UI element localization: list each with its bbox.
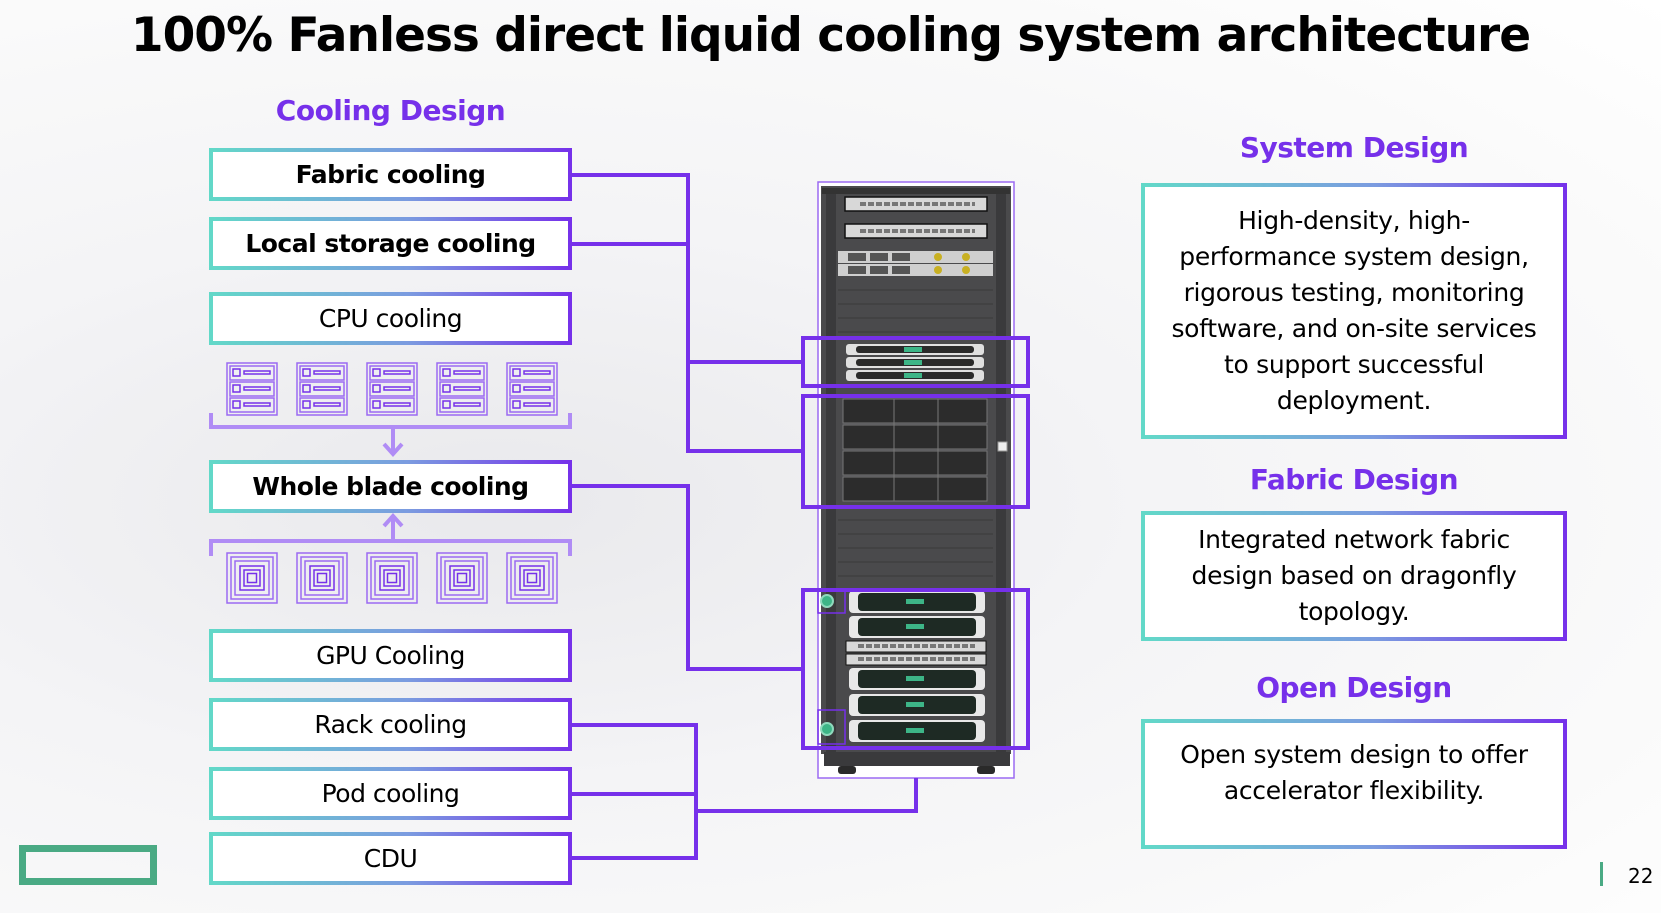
gpu-chip-icon [226,552,278,604]
pod-cooling-box: Pod cooling [209,767,572,820]
cpu-cooling-box: CPU cooling [209,292,572,345]
gpu-bracket [209,539,572,556]
cpu-cooling-label: CPU cooling [318,304,463,333]
rack-illustration [817,181,1015,779]
server-node-icon [226,362,278,416]
whole-blade-cooling-label: Whole blade cooling [252,472,529,501]
arrow-up-icon [382,513,404,542]
cpu-icon-row [226,362,558,416]
local-storage-cooling-box: Local storage cooling [209,217,572,270]
gpu-chip-icon [506,552,558,604]
gpu-chip-icon [366,552,418,604]
server-node-icon [506,362,558,416]
gpu-chip-icon [296,552,348,604]
fabric-design-text: Integrated network fabric design based o… [1191,525,1517,626]
local-storage-cooling-label: Local storage cooling [245,229,536,258]
fabric-cooling-label: Fabric cooling [295,160,486,189]
page-number: 22 [1628,864,1654,888]
rack-cooling-label: Rack cooling [314,710,467,739]
gpu-cooling-box: GPU Cooling [209,629,572,682]
fabric-design-box: Integrated network fabric design based o… [1141,511,1567,641]
gpu-cooling-label: GPU Cooling [316,641,465,670]
cdu-box: CDU [209,832,572,885]
footer-divider [1600,862,1603,886]
server-node-icon [296,362,348,416]
whole-blade-cooling-box: Whole blade cooling [209,460,572,513]
system-design-heading: System Design [1239,131,1469,164]
slide-title: 100% Fanless direct liquid cooling syste… [130,8,1531,63]
gpu-chip-icon [436,552,488,604]
system-design-box: High-density, high-performance system de… [1141,183,1567,439]
hpe-logo-icon [19,845,157,885]
arrow-down-icon [382,427,404,457]
gpu-icon-row [226,552,558,604]
open-design-text: Open system design to offer accelerator … [1180,740,1528,805]
cpu-bracket [209,413,572,429]
fabric-cooling-box: Fabric cooling [209,148,572,201]
open-design-heading: Open Design [1256,671,1452,704]
rack-cooling-box: Rack cooling [209,698,572,751]
pod-cooling-label: Pod cooling [321,779,460,808]
cooling-design-heading: Cooling Design [275,94,506,127]
system-design-text: High-density, high-performance system de… [1171,206,1537,415]
server-node-icon [366,362,418,416]
cdu-label: CDU [363,844,418,873]
server-node-icon [436,362,488,416]
open-design-box: Open system design to offer accelerator … [1141,719,1567,849]
fabric-design-heading: Fabric Design [1249,463,1459,496]
